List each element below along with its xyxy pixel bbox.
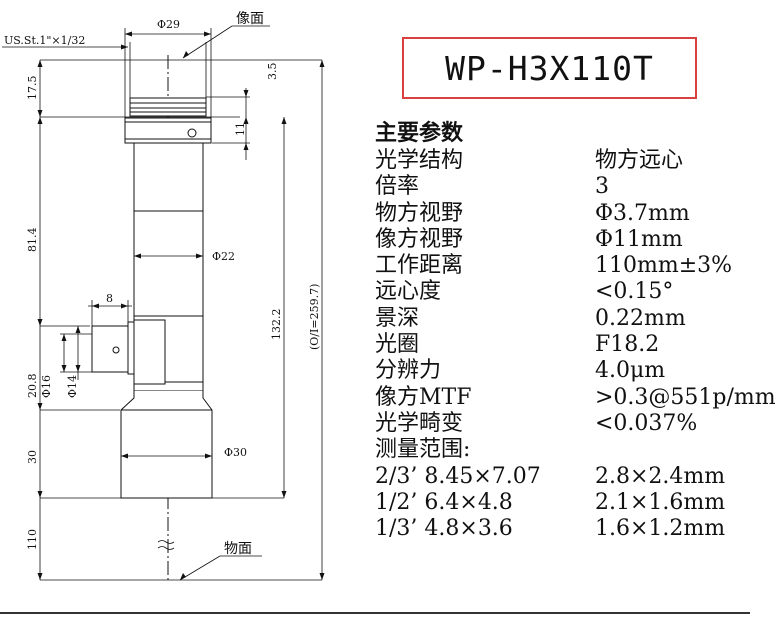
h132-2-label: 132.2 (270, 309, 283, 341)
total-length-label: (O/I=259.7) (308, 284, 321, 350)
spec-row: 分辨力 4.0μm (375, 358, 747, 384)
spec-value: Φ3.7mm (595, 200, 690, 226)
spec-row: 光学结构 物方远心 (375, 148, 747, 174)
spec-key: 1/2’ 6.4×4.8 (375, 489, 513, 515)
lens-drawing: Φ29 像面 US.St.1"×1/32 Φ22 Φ30 8 物面 17.5 8… (2, 11, 325, 581)
mount-thread (129, 97, 207, 117)
spec-panel: 主要参数 光学结构 物方远心倍率 3 物方视野 Φ3.7mm 像方视野 Φ11mm 工作距离 1… (375, 121, 776, 542)
spec-value: 0.22mm (595, 305, 686, 331)
w8-label: 8 (106, 292, 113, 305)
d14-label: Φ14 (66, 375, 79, 398)
spec-value: <0.037% (595, 410, 698, 436)
side-port (133, 319, 166, 385)
spec-value: 物方远心 (595, 148, 684, 173)
h17-5-label: 17.5 (26, 76, 39, 101)
spec-value: F18.2 (595, 332, 660, 358)
image-plane-label: 像面 (236, 11, 264, 27)
spec-value: <0.15° (595, 279, 674, 305)
h30-label: 30 (26, 450, 39, 464)
spec-key: 像方视野 (375, 226, 464, 252)
spec-value: 2.8×2.4mm (595, 463, 726, 489)
spec-heading: 主要参数 (375, 121, 464, 146)
model-title: WP-H3X110T (445, 48, 654, 88)
spec-key: 景深 (375, 305, 420, 331)
spec-value: 2.1×1.6mm (595, 489, 726, 515)
spec-value: 4.0μm (595, 358, 666, 384)
spec-row: 物方视野 Φ3.7mm (375, 201, 747, 227)
spec-value: >0.3@551p/mm (595, 384, 776, 410)
spec-value: 3 (595, 174, 609, 200)
spec-key: 光学结构 (375, 148, 464, 173)
model-title-box: WP-H3X110T (402, 37, 697, 99)
spec-row: 倍率 3 (375, 174, 747, 200)
h81-4-label: 81.4 (26, 228, 39, 253)
d22-label: Φ22 (212, 250, 235, 263)
h3-5-label: 3.5 (266, 63, 279, 81)
spec-row: 远心度 <0.15° (375, 279, 747, 305)
spec-key: 1/3’ 4.8×3.6 (375, 516, 513, 542)
d16-label: Φ16 (40, 375, 53, 398)
spec-key: 物方视野 (375, 200, 464, 226)
spec-key: 光圈 (375, 332, 420, 358)
spec-key: 2/3’ 8.45×7.07 (375, 463, 541, 489)
lock-screw (187, 128, 197, 138)
h20-8-label: 20.8 (26, 374, 39, 399)
spec-row: 测量范围: (375, 437, 747, 463)
spec-key: 工作距离 (375, 253, 464, 279)
spec-value: 1.6×1.2mm (595, 516, 726, 542)
spec-row: 光圈 F18.2 (375, 332, 747, 358)
spec-key: 远心度 (375, 279, 442, 305)
spec-key: 像方MTF (375, 384, 472, 410)
spec-row: 景深 0.22mm (375, 306, 747, 332)
thread-label: US.St.1"×1/32 (4, 34, 85, 47)
spec-row: 1/3’ 4.8×3.6 1.6×1.2mm (375, 516, 747, 542)
spec-key: 分辨力 (375, 358, 442, 384)
d29-label: Φ29 (157, 18, 180, 31)
spec-key: 光学畸变 (375, 410, 464, 436)
bottom-divider (0, 612, 750, 614)
spec-row: 像方MTF >0.3@551p/mm (375, 384, 776, 411)
spec-key: 倍率 (375, 174, 420, 200)
spec-row: 光学畸变 <0.037% (375, 411, 747, 437)
h11-label: 11 (234, 122, 247, 136)
front-barrel (120, 391, 213, 499)
h110-label: 110 (26, 529, 39, 550)
spec-row: 2/3’ 8.45×7.07 2.8×2.4mm (375, 464, 747, 490)
spec-row: 像方视野 Φ11mm (375, 227, 747, 253)
spec-value: 110mm±3% (595, 253, 733, 279)
spec-row: 工作距离 110mm±3% (375, 253, 747, 279)
spec-rows: 光学结构 物方远心倍率 3 物方视野 Φ3.7mm 像方视野 Φ11mm 工作距离 110mm±… (375, 148, 776, 542)
spec-value: Φ11mm (595, 226, 683, 252)
object-plane-label: 物面 (224, 541, 252, 557)
spec-row: 1/2’ 6.4×4.8 2.1×1.6mm (375, 490, 747, 516)
d30-label: Φ30 (224, 446, 247, 459)
spec-key: 测量范围: (375, 437, 471, 463)
